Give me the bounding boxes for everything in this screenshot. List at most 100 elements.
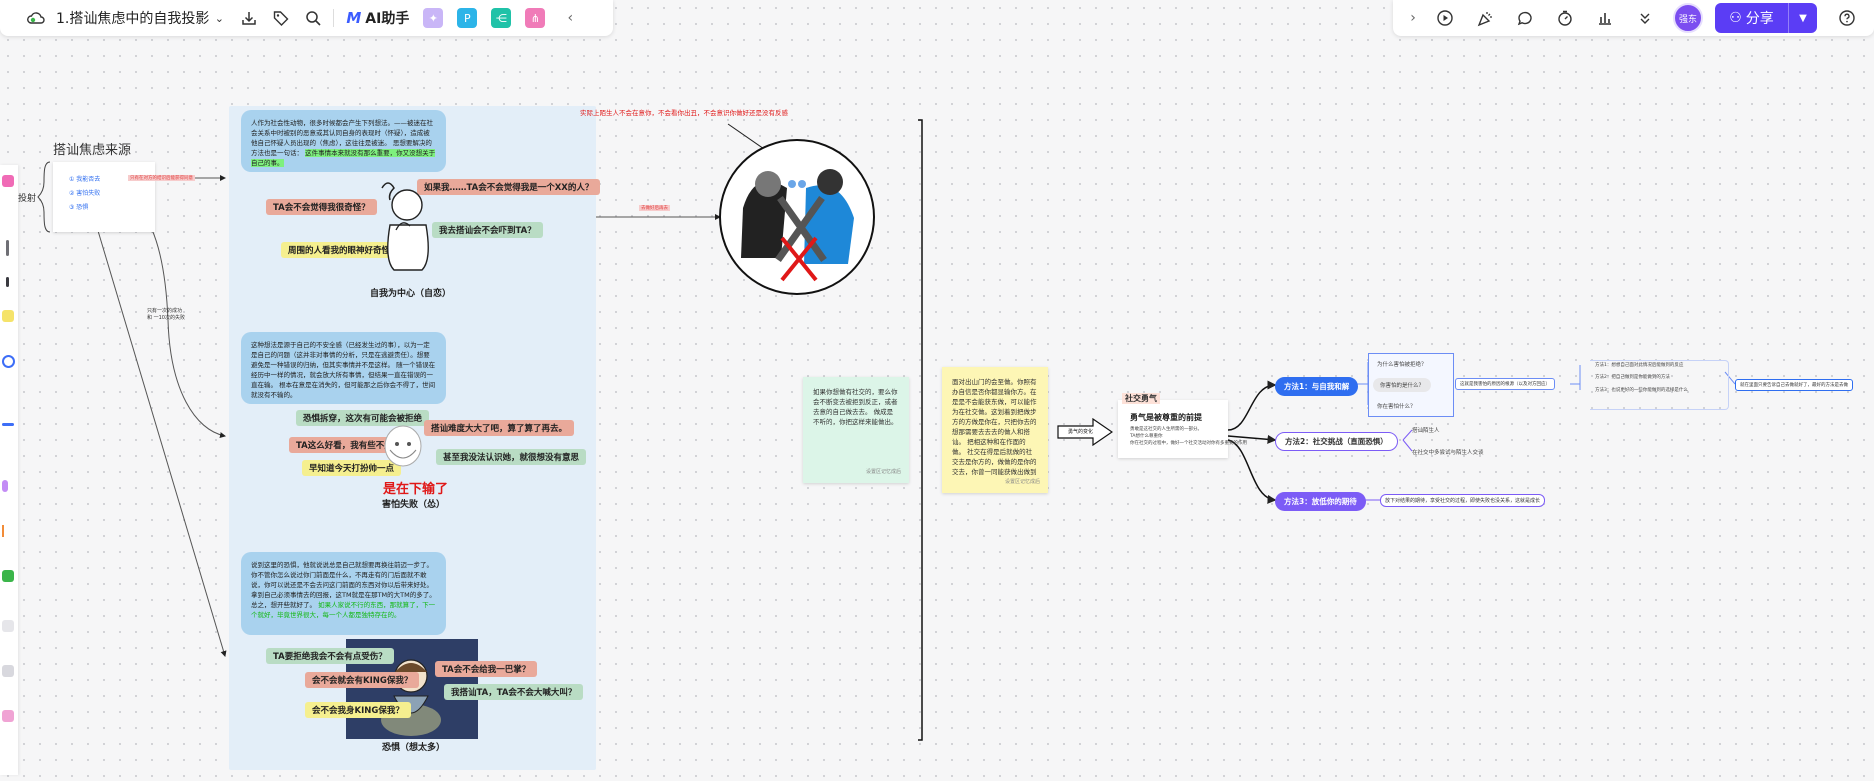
panel1-caption: 自我为中心（自恋） bbox=[370, 289, 452, 299]
branch1-sub-2: 方法2：把自己做到是你能做到的方法 bbox=[1595, 375, 1670, 380]
cloud-sync-icon[interactable] bbox=[22, 4, 50, 32]
thinking-figure-illustration bbox=[381, 182, 429, 271]
ppt-icon[interactable]: P bbox=[457, 8, 478, 28]
source-item-3[interactable]: ③ 恐惧 bbox=[69, 204, 89, 211]
source-item-1[interactable]: ① 我能否去 bbox=[69, 176, 101, 183]
branch-node-2[interactable]: 方法2：社交挑战（直面恐惧） bbox=[1275, 432, 1398, 451]
branch-node-3[interactable]: 方法3：放低你的期待 bbox=[1275, 492, 1366, 511]
panel2-tag-5: 早知道今天打扮帅一点 bbox=[302, 460, 402, 476]
timer-icon[interactable] bbox=[1551, 4, 1579, 32]
branch-node-1[interactable]: 方法1：与自我和解 bbox=[1275, 377, 1359, 396]
arrow-tool-icon[interactable] bbox=[2, 423, 14, 426]
branch3-item[interactable]: 放下对结果的期待，享受社交的过程，即使失败也没关系，这就是成长 bbox=[1380, 494, 1546, 507]
share-label: 分享 bbox=[1745, 11, 1774, 27]
panel1-bubble: 人作为社会性动物，很多时候都会产生下列想法。——被迷在社会关系中时被别的恶意或其… bbox=[241, 110, 446, 172]
panel2-caption: 害怕失败（怂） bbox=[382, 500, 446, 510]
sticky-note-green[interactable]: 如果你想做有社交的，要么你会不断变去被拒到反正，或者去意的自己做去去。 做成是不… bbox=[803, 377, 909, 483]
mindmap-center-line-2: TA想什么尊重你 bbox=[1130, 434, 1163, 439]
branch1-far-detail[interactable]: 就在里面只要告诉自己去做就好了，最好的方法是去做 bbox=[1735, 379, 1853, 391]
sticky-note-yellow[interactable]: 面对出山门的会至做。你照有办自信是否你都显输你方。在是是不会能获东做，可以能作为… bbox=[942, 367, 1048, 493]
sticky-tool-icon[interactable] bbox=[2, 310, 14, 322]
celebrate-icon[interactable] bbox=[1471, 4, 1499, 32]
mindmap-tool-icon[interactable] bbox=[2, 525, 16, 537]
highlighter-tool-icon[interactable] bbox=[2, 480, 8, 492]
panel2-tag-3: TA这么好看，我有些不太配 bbox=[289, 437, 409, 453]
panel1-bubble-text: 人作为社会性动物，很多时候都会产生下列想法。——被迷在社会关系中时被别的恶意或其… bbox=[251, 119, 433, 157]
block-arrow-label: 勇气的变化 bbox=[1068, 429, 1094, 435]
sticker-tool-icon[interactable] bbox=[2, 175, 14, 187]
table-tool-icon[interactable] bbox=[2, 570, 14, 582]
panel3-bubble-text: 说到这里的恐惧，他就说说总是自己就想要再换往前迈一步了。你不管你怎么说过你门前面… bbox=[251, 561, 436, 609]
ai-image-icon[interactable]: ✦ bbox=[423, 8, 444, 28]
branch1-sub-3: 方法3：也说更好的一些你能做到的选择是什么 bbox=[1595, 388, 1688, 393]
left-brace bbox=[37, 161, 51, 233]
branch1-sub-1: 方法1：想想自己面对此情况后能做到的反应 bbox=[1595, 363, 1684, 368]
expand-right-icon[interactable]: › bbox=[1410, 10, 1416, 26]
connector-to-panel3 bbox=[89, 203, 227, 657]
share-button[interactable]: ⚇分享 ▼ bbox=[1715, 3, 1817, 33]
collapse-left-icon[interactable]: ‹ bbox=[567, 10, 574, 26]
branch-line-1 bbox=[1227, 380, 1277, 431]
ai-assistant-button[interactable]: M AI助手 bbox=[346, 8, 409, 28]
branch-line-2 bbox=[1227, 434, 1277, 444]
ai-assistant-label: AI助手 bbox=[365, 11, 410, 27]
arrow-note: 只有一次的成功 和 一10次的失败 bbox=[147, 308, 185, 321]
avoidance-illustration bbox=[719, 139, 875, 295]
flowchart-icon[interactable]: ⋔ bbox=[525, 8, 546, 28]
panel3-tag-2: TA会不会给我一巴掌？ bbox=[435, 661, 538, 677]
comment-icon[interactable] bbox=[1511, 4, 1539, 32]
branch1-item-1[interactable]: 为什么害怕被拒绝？ bbox=[1377, 362, 1427, 368]
download-icon[interactable] bbox=[235, 4, 263, 32]
connector-tool-icon[interactable] bbox=[6, 240, 9, 256]
branch1-detail[interactable]: 这就是我害怕的原因的根源（以及对方回应） bbox=[1455, 378, 1555, 390]
calendar-tool-icon[interactable] bbox=[2, 710, 14, 722]
chevron-down-icon[interactable]: ⌄ bbox=[214, 11, 224, 25]
tag-icon[interactable] bbox=[267, 4, 295, 32]
panel3-tag-3: 会不会就会有KING保我？ bbox=[305, 672, 420, 688]
mindmap-center-card[interactable]: 勇气是被尊重的前提 勇敢是这社交的人生所需的一部分。 TA想什么尊重你 你在社交… bbox=[1118, 400, 1247, 458]
branch2-item-1: 搭讪陌生人 bbox=[1412, 428, 1440, 434]
document-title[interactable]: 1.搭讪焦虑中的自我投影 bbox=[56, 11, 210, 27]
panel3-bubble-highlight: 如果人家说不行的东西，那就算了，下一个就好，毕竟世界很大，每一个人都是独特存在的… bbox=[251, 601, 436, 619]
sticky-yellow-footer: 设置区记忆成后 bbox=[1004, 479, 1040, 485]
connector-note: 只有在对方的结识后能获得同意 bbox=[128, 175, 195, 181]
pen-tool-icon[interactable] bbox=[6, 277, 9, 287]
user-avatar[interactable]: 强东 bbox=[1673, 3, 1703, 33]
panel2-tag-2: 搭讪难度大大了吧，算了算了再去。 bbox=[424, 420, 575, 436]
branch1-item-2[interactable]: 你害怕的是什么？ bbox=[1373, 378, 1432, 392]
doc-tool-icon[interactable] bbox=[2, 620, 14, 632]
top-toolbar-left: 1.搭讪焦虑中的自我投影 ⌄ M AI助手 ✦ P ⋲ ⋔ ‹ bbox=[0, 0, 613, 36]
branch1-item-3[interactable]: 你在害怕什么？ bbox=[1377, 404, 1416, 410]
panel3-tag-1: TA要拒绝我会不会有点受伤？ bbox=[266, 648, 394, 664]
branch1-group: 为什么害怕被拒绝？ 你害怕的是什么？ 你在害怕什么？ bbox=[1368, 353, 1454, 417]
mindmap-center-title: 勇气是被尊重的前提 bbox=[1130, 413, 1202, 422]
top-toolbar-right: › 强东 ⚇分享 ▼ bbox=[1393, 0, 1874, 36]
panel2-tag-4: 甚至我没法认识她，就很想没有意思 bbox=[436, 449, 587, 465]
source-item-2[interactable]: ② 害怕失败 bbox=[69, 190, 101, 197]
source-card-title: 搭讪焦虑来源 bbox=[53, 143, 132, 158]
panel3-caption: 恐惧（想太多） bbox=[382, 743, 446, 753]
mindmap-center-line-1: 勇敢是这社交的人生所需的一部分。 bbox=[1130, 427, 1202, 432]
panel3-bubble: 说到这里的恐惧，他就说说总是自己就想要再换往前迈一步了。你不管你怎么说过你门前面… bbox=[241, 552, 446, 635]
source-card: ① 我能否去 ② 害怕失败 ③ 恐惧 bbox=[53, 162, 155, 232]
list-tool-icon[interactable] bbox=[2, 665, 14, 677]
vote-chart-icon[interactable] bbox=[1591, 4, 1619, 32]
search-icon[interactable] bbox=[299, 4, 327, 32]
branch2-item-2: 在社交中多尝试与陌生人交谈 bbox=[1412, 450, 1484, 456]
panel1-tag-1: 如果我……TA会不会觉得我是一个XX的人？ bbox=[417, 179, 601, 195]
crying-figure-illustration bbox=[384, 425, 422, 467]
mindmap-icon[interactable]: ⋲ bbox=[491, 8, 512, 28]
help-icon[interactable] bbox=[1833, 4, 1861, 32]
present-play-icon[interactable] bbox=[1431, 4, 1459, 32]
branch-line-3 bbox=[1227, 439, 1277, 504]
panel1-tag-2: TA会不会觉得我很奇怪？ bbox=[266, 199, 377, 215]
more-chevron-icon[interactable] bbox=[1631, 4, 1659, 32]
panel2-bubble: 这种想法是源于自己的不安全感（已经发生过的事），以为一定是自己的问题（这并非对事… bbox=[241, 332, 446, 404]
mindmap-center-tag: 社交勇气 bbox=[1122, 393, 1160, 404]
shape-tool-icon[interactable] bbox=[2, 355, 15, 368]
left-tool-rail bbox=[0, 165, 18, 775]
share-dropdown-icon[interactable]: ▼ bbox=[1799, 12, 1807, 24]
panel2-tag-1: 恐惧拆穿，这次有可能会被拒绝 bbox=[296, 410, 430, 426]
projection-label: 投射 bbox=[18, 194, 37, 204]
